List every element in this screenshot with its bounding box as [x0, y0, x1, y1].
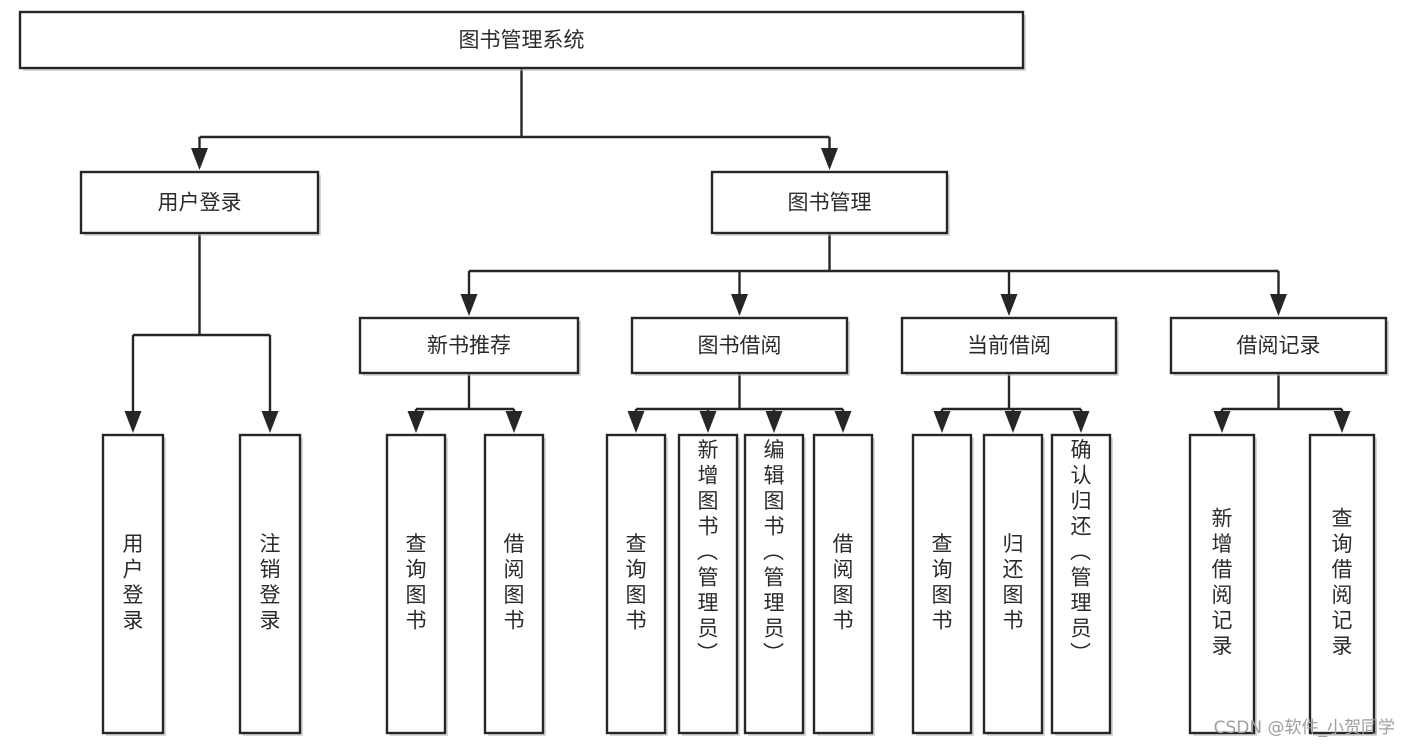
node-label-leaf-edit-book: 编辑图书（管理员） [763, 438, 785, 666]
node-box-leaf-borrow-book-1[interactable] [483, 433, 545, 735]
node-box-leaf-logout[interactable] [238, 433, 302, 735]
node-leaf-add-record[interactable]: 新增借阅记录 [1188, 433, 1257, 736]
edge-group-user-login [124, 233, 279, 433]
csdn-watermark: CSDN @软件_小贺同学 [1214, 718, 1395, 738]
node-box-root[interactable] [18, 10, 1025, 70]
node-leaf-confirm-return[interactable]: 确认归还（管理员） [1050, 433, 1113, 736]
arrowhead-e-ul-leaf-user-login [124, 411, 142, 433]
node-current-borrow[interactable]: 当前借阅 [900, 316, 1119, 376]
node-box-book-manage[interactable] [710, 170, 949, 235]
node-leaf-logout[interactable]: 注销登录 [238, 433, 303, 736]
arrowhead-e-nbr-borrow-book [505, 411, 523, 433]
node-label-user-login: 用户登录 [158, 191, 242, 215]
arrowhead-e-cb-return-book [1004, 411, 1022, 433]
node-borrow-record[interactable]: 借阅记录 [1169, 316, 1389, 376]
node-box-leaf-query-book-3[interactable] [911, 433, 973, 735]
node-box-leaf-query-book-2[interactable] [605, 433, 667, 735]
node-leaf-query-book-1[interactable]: 查询图书 [385, 433, 448, 736]
node-user-login[interactable]: 用户登录 [79, 170, 321, 236]
arrowhead-e-bm-borrow-record [1270, 294, 1287, 316]
arrowhead-e-bb-borrow-book [834, 411, 852, 433]
arrowhead-e-nbr-query-book [407, 411, 425, 433]
arrowhead-e-cb-confirm-return [1072, 411, 1090, 433]
node-label-root: 图书管理系统 [459, 28, 585, 52]
edge-group-book-manage [460, 233, 1287, 316]
node-box-leaf-borrow-book-2[interactable] [812, 433, 874, 735]
node-box-leaf-user-login[interactable] [101, 433, 165, 735]
nodes-layer: 图书管理系统用户登录图书管理新书推荐图书借阅当前借阅借阅记录用户登录注销登录查询… [18, 10, 1389, 736]
node-label-leaf-logout: 注销登录 [260, 532, 281, 633]
node-box-leaf-add-book[interactable] [677, 433, 739, 735]
node-leaf-return-book[interactable]: 归还图书 [982, 433, 1045, 736]
edge-group-borrow-record [1213, 373, 1351, 433]
node-new-book-rec[interactable]: 新书推荐 [358, 316, 581, 376]
node-leaf-query-record[interactable]: 查询借阅记录 [1308, 433, 1377, 736]
edge-group-root [191, 68, 838, 170]
edge-group-current-borrow [933, 373, 1090, 433]
arrowhead-e-root-book-manage [821, 148, 838, 170]
arrowhead-e-br-query-record [1333, 411, 1351, 433]
node-box-leaf-query-record[interactable] [1308, 433, 1376, 735]
arrowhead-e-bm-book-borrow [731, 294, 748, 316]
node-box-user-login[interactable] [79, 170, 320, 235]
arrowhead-e-ul-leaf-logout [261, 411, 279, 433]
node-label-leaf-borrow-book-1: 借阅图书 [504, 532, 525, 633]
arrowhead-e-cb-query-book [933, 411, 951, 433]
arrowhead-e-br-add-record [1213, 411, 1231, 433]
node-label-leaf-add-book: 新增图书（管理员） [697, 438, 719, 666]
node-leaf-borrow-book-1[interactable]: 借阅图书 [483, 433, 546, 736]
node-label-book-borrow: 图书借阅 [698, 334, 782, 358]
node-label-new-book-rec: 新书推荐 [427, 334, 511, 358]
arrowhead-e-bb-query-book [627, 411, 645, 433]
node-label-leaf-add-record: 新增借阅记录 [1212, 507, 1233, 659]
node-label-leaf-confirm-return: 确认归还（管理员） [1070, 438, 1092, 666]
node-label-leaf-query-record: 查询借阅记录 [1332, 507, 1353, 659]
node-label-leaf-query-book-2: 查询图书 [626, 532, 647, 633]
node-root[interactable]: 图书管理系统 [18, 10, 1026, 71]
arrowhead-e-bm-current-borrow [1000, 294, 1018, 316]
node-leaf-add-book[interactable]: 新增图书（管理员） [677, 433, 740, 736]
arrowhead-e-bb-edit-book [765, 411, 783, 433]
edge-group-new-book-rec [407, 373, 523, 433]
node-leaf-edit-book[interactable]: 编辑图书（管理员） [743, 433, 806, 736]
node-box-leaf-edit-book[interactable] [743, 433, 805, 735]
node-leaf-query-book-3[interactable]: 查询图书 [911, 433, 974, 736]
node-box-leaf-query-book-1[interactable] [385, 433, 447, 735]
node-label-leaf-user-login: 用户登录 [123, 532, 144, 633]
node-label-leaf-query-book-1: 查询图书 [406, 532, 427, 633]
node-leaf-query-book-2[interactable]: 查询图书 [605, 433, 668, 736]
node-label-current-borrow: 当前借阅 [967, 334, 1051, 358]
node-box-leaf-confirm-return[interactable] [1050, 433, 1112, 735]
node-box-leaf-return-book[interactable] [982, 433, 1044, 735]
arrowhead-e-bm-new-book-rec [460, 294, 478, 316]
node-box-leaf-add-record[interactable] [1188, 433, 1256, 735]
node-label-leaf-return-book: 归还图书 [1003, 532, 1024, 633]
node-box-current-borrow[interactable] [900, 316, 1118, 375]
node-book-manage[interactable]: 图书管理 [710, 170, 950, 236]
arrowhead-e-root-user-login [191, 148, 208, 170]
node-label-book-manage: 图书管理 [788, 191, 872, 215]
node-label-borrow-record: 借阅记录 [1237, 334, 1321, 358]
node-leaf-borrow-book-2[interactable]: 借阅图书 [812, 433, 875, 736]
arrowhead-e-bb-add-book [699, 411, 717, 433]
node-leaf-user-login[interactable]: 用户登录 [101, 433, 166, 736]
node-label-leaf-borrow-book-2: 借阅图书 [833, 532, 854, 633]
node-book-borrow[interactable]: 图书借阅 [630, 316, 850, 376]
node-label-leaf-query-book-3: 查询图书 [932, 532, 953, 633]
node-box-borrow-record[interactable] [1169, 316, 1388, 375]
node-box-book-borrow[interactable] [630, 316, 849, 375]
node-box-new-book-rec[interactable] [358, 316, 580, 375]
edge-group-book-borrow [627, 373, 852, 433]
edges-layer [124, 68, 1351, 433]
